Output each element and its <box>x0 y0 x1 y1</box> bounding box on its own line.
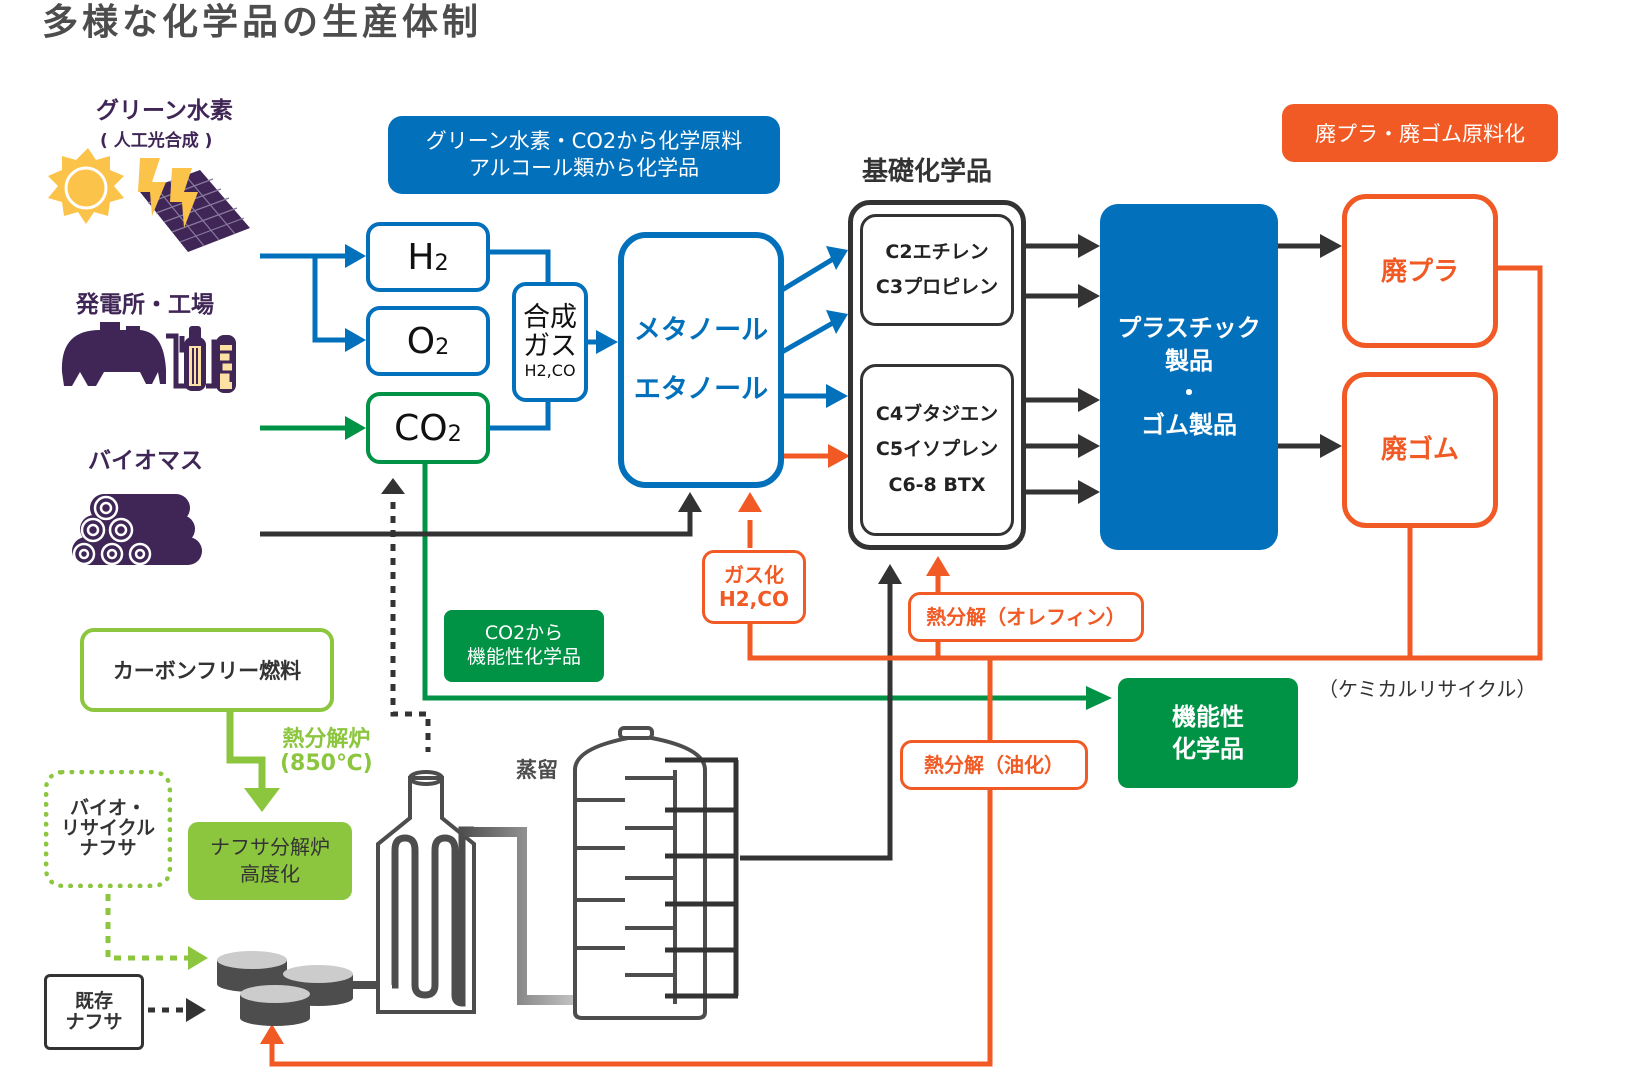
sun-icon <box>48 148 124 224</box>
bio-recycle-naphtha-box: バイオ・ リサイクル ナフサ <box>44 770 172 888</box>
dark-flow <box>260 243 1322 861</box>
olefins-box: C2エチレン C3プロピレン <box>860 214 1014 326</box>
o2-box: O2 <box>366 306 490 376</box>
syngas-box: 合成 ガス H2,CO <box>512 282 588 402</box>
banner-green-hydrogen-co2: グリーン水素・CO2から化学原料 アルコール類から化学品 <box>388 116 780 194</box>
bio-naphtha-line-2: リサイクル <box>60 817 156 840</box>
c6-8-btx: C6-8 BTX <box>888 473 986 496</box>
bio-naphtha-line-3: ナフサ <box>79 836 137 859</box>
existing-naphtha-line-2: ナフサ <box>65 1011 123 1033</box>
products-goods: 製品 <box>1165 346 1213 375</box>
distillation-column-icon <box>573 726 739 1020</box>
upgrade-line-2: 高度化 <box>240 862 300 886</box>
c5-isoprene: C5イソプレン <box>875 438 999 461</box>
gasification-line-2: H2,CO <box>719 587 789 611</box>
cracker-furnace-label: 熱分解炉 (850℃) <box>280 727 373 777</box>
banner-line-2: アルコール類から化学品 <box>468 156 700 180</box>
cracker-label-line-1: 熱分解炉 <box>282 727 371 752</box>
banner-waste-feedstock: 廃プラ・廃ゴム原料化 <box>1282 104 1558 162</box>
syngas-line-1: 合成 <box>523 302 577 334</box>
gasification-line-1: ガス化 <box>724 563 784 587</box>
page-title: 多様な化学品の生産体制 <box>42 2 483 43</box>
co2-functional-tag: CO2から 機能性化学品 <box>444 610 604 682</box>
carbon-free-fuel-box: カーボンフリー燃料 <box>80 628 334 712</box>
solar-panel-icon <box>138 158 250 252</box>
source-green-hydrogen-label: グリーン水素 <box>96 98 233 124</box>
co2-flow <box>260 425 1090 701</box>
cracked-gas-pipe <box>460 827 610 1005</box>
waste-plastic-box: 廃プラ <box>1342 194 1498 348</box>
naphtha-cracker-upgrade-box: ナフサ分解炉 高度化 <box>188 822 352 900</box>
functional-line-2: 化学品 <box>1172 735 1244 763</box>
cracker-label-line-2: (850℃) <box>280 751 373 777</box>
co2-functional-line-1: CO2から <box>484 622 564 645</box>
functional-chemicals-box: 機能性 化学品 <box>1118 678 1298 788</box>
co2-base: CO <box>394 407 448 449</box>
blue-arrowheads <box>345 244 848 408</box>
orange-arrowheads <box>260 444 950 1044</box>
cracker-flow <box>226 708 266 790</box>
c2-ethylene: C2エチレン <box>885 240 989 263</box>
h2-base: H <box>407 236 435 278</box>
products-rubber: ゴム製品 <box>1141 411 1237 440</box>
source-power-plant-label: 発電所・工場 <box>76 292 214 318</box>
pyrolysis-oil-tag: 熱分解（油化） <box>900 740 1088 790</box>
o2-base: O <box>406 320 436 362</box>
co2-sub: 2 <box>447 420 462 447</box>
source-biomass-label: バイオマス <box>88 448 203 474</box>
bio-naphtha-line-1: バイオ・ <box>69 797 146 820</box>
source-green-hydrogen-sub: ( 人工光合成 ) <box>100 131 213 151</box>
ethanol-label: エタノール <box>633 374 769 405</box>
h2-sub: 2 <box>434 249 449 276</box>
existing-naphtha-box: 既存 ナフサ <box>44 974 144 1050</box>
syngas-line-3: H2,CO <box>524 360 576 380</box>
existing-naphtha-line-1: 既存 <box>74 990 113 1013</box>
alcohols-box: メタノール エタノール <box>618 232 784 488</box>
hydrogen-flow <box>260 249 840 431</box>
logs-icon <box>72 494 202 566</box>
h2-box: H2 <box>366 222 490 292</box>
chemical-recycle-flow <box>269 265 1543 1067</box>
aromatics-box: C4ブタジエン C5イソプレン C6-8 BTX <box>860 364 1014 536</box>
products-separator: ・ <box>1177 379 1201 407</box>
methanol-label: メタノール <box>633 314 769 346</box>
c4-butadiene: C4ブタジエン <box>875 403 999 426</box>
functional-line-1: 機能性 <box>1172 702 1244 731</box>
co2-functional-line-2: 機能性化学品 <box>466 646 581 668</box>
naphtha-tanks-icon <box>217 951 393 1026</box>
bio-naphtha-flow <box>105 880 188 961</box>
products-plastic: プラスチック <box>1117 314 1261 343</box>
banner-line-1: グリーン水素・CO2から化学原料 <box>425 128 743 153</box>
dotted-co2-capture <box>148 502 431 1013</box>
co2-box: CO2 <box>366 392 490 464</box>
chemical-recycle-label: （ケミカルリサイクル） <box>1318 677 1537 701</box>
gasification-tag: ガス化 H2,CO <box>702 550 806 624</box>
factory-icon <box>61 322 236 393</box>
cracker-furnace-icon <box>376 770 476 1014</box>
upgrade-line-1: ナフサ分解炉 <box>210 835 330 859</box>
pyrolysis-olefin-tag: 熱分解（オレフィン） <box>908 592 1144 642</box>
distillation-label: 蒸留 <box>516 758 558 782</box>
basic-chemicals-heading: 基礎化学品 <box>862 157 993 187</box>
c3-propylene: C3プロピレン <box>875 276 999 298</box>
waste-rubber-box: 廃ゴム <box>1342 372 1498 528</box>
syngas-line-2: ガス <box>523 330 577 362</box>
products-box: プラスチック 製品 ・ ゴム製品 <box>1100 204 1278 550</box>
o2-sub: 2 <box>435 333 450 360</box>
